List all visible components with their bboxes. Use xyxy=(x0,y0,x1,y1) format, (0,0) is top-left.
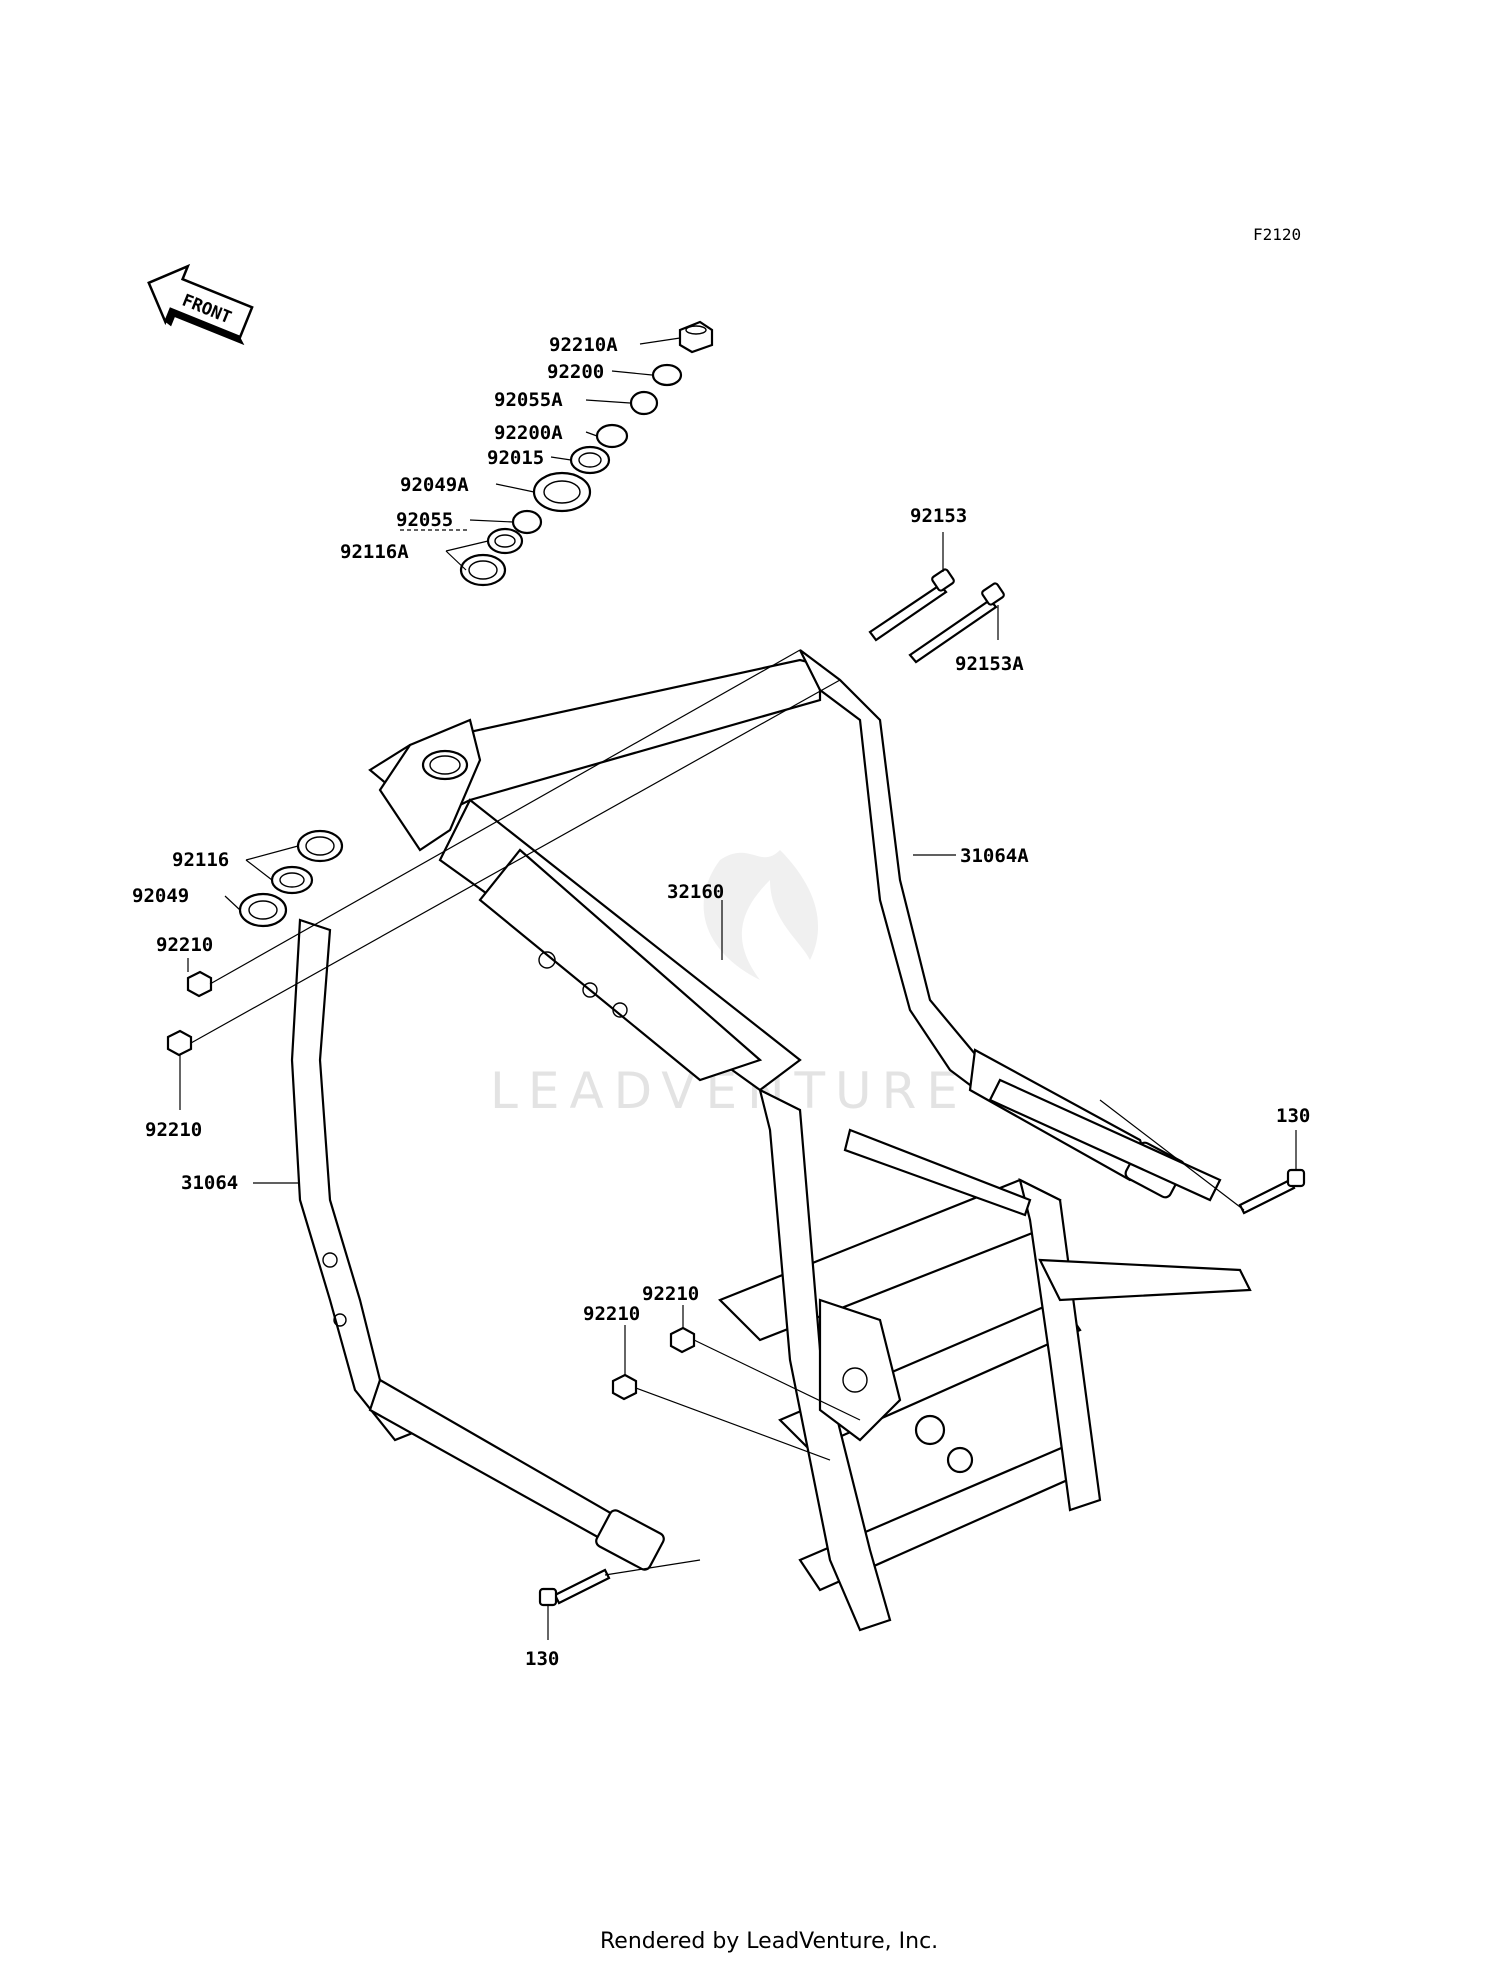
label-92153A: 92153A xyxy=(955,653,1024,675)
bolt-130-bottom-icon xyxy=(538,1568,611,1607)
frame-drawing xyxy=(290,649,1252,1632)
o-ring-92055-icon xyxy=(511,509,543,535)
label-92055A: 92055A xyxy=(494,389,563,411)
leader-lines xyxy=(179,337,1297,1640)
label-92200: 92200 xyxy=(547,361,604,383)
steering-parts xyxy=(166,320,1306,1607)
label-92049: 92049 xyxy=(132,885,189,907)
front-arrow-icon: FRONT xyxy=(147,263,254,346)
label-92210-upper: 92210 xyxy=(156,934,213,956)
bearing-92116-icon xyxy=(270,829,344,895)
o-ring-92055A-icon xyxy=(629,390,659,416)
bolt-92153A-icon xyxy=(908,582,1005,664)
label-92116A: 92116A xyxy=(340,541,409,563)
nut-92210A-icon xyxy=(678,320,714,354)
label-92210-lower: 92210 xyxy=(145,1119,202,1141)
nut-92210-center-left-icon xyxy=(611,1373,638,1401)
label-92210-center-left: 92210 xyxy=(583,1303,640,1325)
bolt-130-right-icon xyxy=(1238,1168,1306,1215)
label-130-right: 130 xyxy=(1276,1105,1310,1127)
lock-washer-92200A-icon xyxy=(595,423,629,449)
label-31064: 31064 xyxy=(181,1172,238,1194)
label-31064A: 31064A xyxy=(960,845,1029,867)
label-92015: 92015 xyxy=(487,447,544,469)
nut-92210-lower-icon xyxy=(166,1029,193,1057)
seal-92049-icon xyxy=(238,892,288,928)
bolt-92153-icon xyxy=(868,568,955,642)
label-130-bottom: 130 xyxy=(525,1648,559,1670)
label-92049A: 92049A xyxy=(400,474,469,496)
seal-92049A-icon xyxy=(532,471,592,513)
nut-92210-upper-icon xyxy=(186,970,213,998)
label-92153: 92153 xyxy=(910,505,967,527)
nut-92015-icon xyxy=(569,445,611,475)
diagram-code: F2120 xyxy=(1253,225,1301,244)
label-92210A: 92210A xyxy=(549,334,618,356)
bearing-92116A-icon xyxy=(459,527,524,587)
label-32160: 32160 xyxy=(667,881,724,903)
washer-92200-icon xyxy=(651,363,683,387)
label-92055: 92055 xyxy=(396,509,453,531)
nut-92210-center-right-icon xyxy=(669,1326,696,1354)
footer-credit: Rendered by LeadVenture, Inc. xyxy=(600,1929,938,1954)
part-labels: 92210A 92200 92055A 92200A 92015 92049A … xyxy=(132,334,1310,1670)
label-92200A: 92200A xyxy=(494,422,563,444)
label-92210-center-right: 92210 xyxy=(642,1283,699,1305)
label-92116: 92116 xyxy=(172,849,229,871)
